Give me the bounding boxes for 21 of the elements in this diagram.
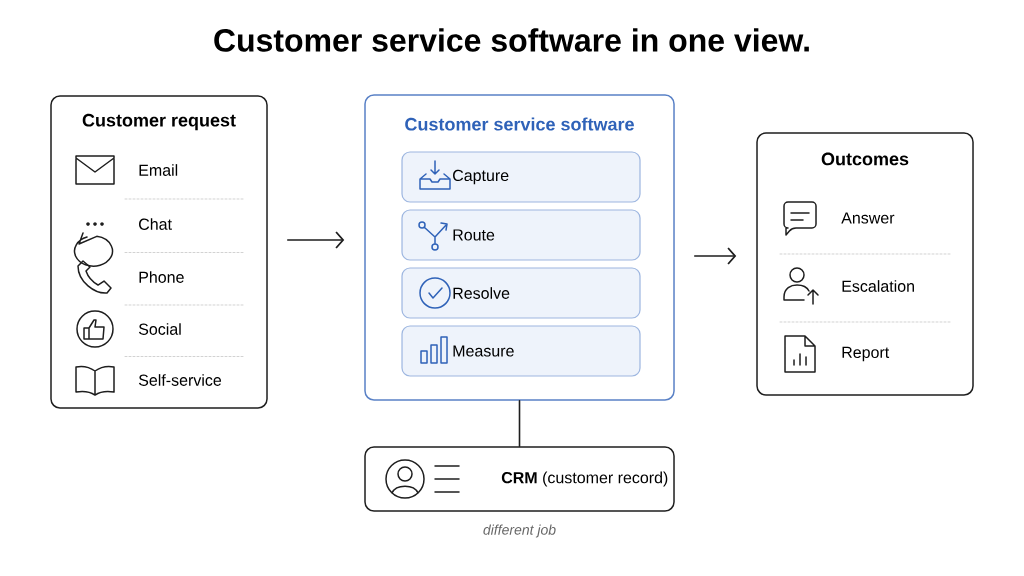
- title: Customer service software in one view.: [214, 28, 809, 52]
- connector-line: [518, 399, 521, 448]
- list-item: Chat: [139, 218, 172, 230]
- step-label: Capture: [453, 169, 509, 185]
- note: different job: [483, 524, 556, 538]
- record-label: CRM (customer record): [501, 471, 668, 487]
- list-item: Escalation: [842, 280, 914, 292]
- list-item: Answer: [841, 212, 895, 224]
- list-item: Phone: [139, 271, 184, 283]
- list-item: Report: [842, 346, 890, 362]
- card-heading: Outcomes: [821, 152, 909, 166]
- list-item: Self-service: [138, 374, 222, 386]
- step-label: Resolve: [453, 287, 510, 299]
- list-item: Social: [138, 323, 181, 335]
- list-item: Email: [139, 164, 178, 176]
- arrow: [286, 231, 345, 249]
- step-label: Measure: [453, 345, 514, 357]
- card-heading: Customer request: [82, 113, 236, 131]
- panel-heading: Customer service software: [405, 117, 634, 131]
- arrow: [693, 247, 737, 265]
- step-label: Route: [453, 229, 495, 241]
